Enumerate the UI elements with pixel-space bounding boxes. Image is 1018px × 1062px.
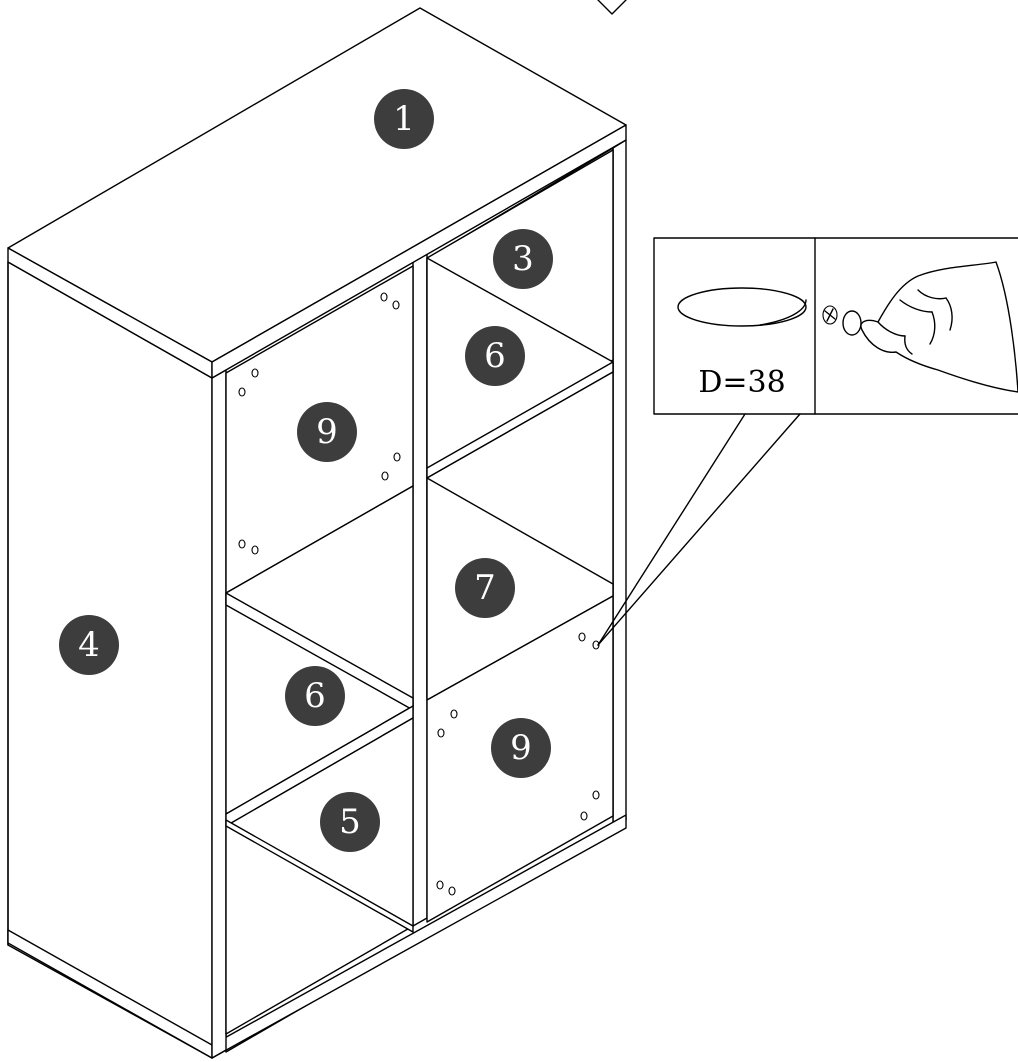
side-panel-right-edge (612, 139, 627, 829)
badge-6-upper: 6 (465, 326, 525, 386)
center-divider (412, 253, 428, 927)
cover-cap-disc (677, 287, 807, 327)
holes-upper-left (238, 292, 401, 555)
badge-4-label: 4 (78, 625, 100, 665)
detail-callout-box: D=38 (653, 237, 1018, 415)
badge-4: 4 (59, 615, 119, 675)
badge-9-upper-label: 9 (316, 412, 338, 452)
badge-3-label: 3 (512, 239, 534, 279)
badge-1: 1 (374, 89, 434, 149)
badge-6-lower: 6 (285, 666, 345, 726)
badge-9-lower: 9 (491, 718, 551, 778)
badge-5-label: 5 (339, 802, 361, 842)
left-side-front-edge (211, 369, 227, 1059)
callout-leader (597, 413, 801, 646)
badge-1-label: 1 (393, 99, 415, 139)
badge-6-upper-label: 6 (484, 336, 506, 376)
hand-icon (822, 261, 1018, 393)
shelf-bottom-left (225, 819, 414, 933)
badge-3: 3 (493, 229, 553, 289)
cap-diameter-label: D=38 (698, 365, 785, 400)
badge-9-upper: 9 (297, 402, 357, 462)
badge-7-label: 7 (474, 568, 496, 608)
offpage-part (597, 0, 627, 15)
holes-lower-right (436, 632, 600, 896)
badge-9-lower-label: 9 (510, 728, 532, 768)
badge-6-lower-label: 6 (304, 676, 326, 716)
top-panel-side (211, 124, 627, 379)
badge-5: 5 (320, 792, 380, 852)
badge-7: 7 (455, 558, 515, 618)
